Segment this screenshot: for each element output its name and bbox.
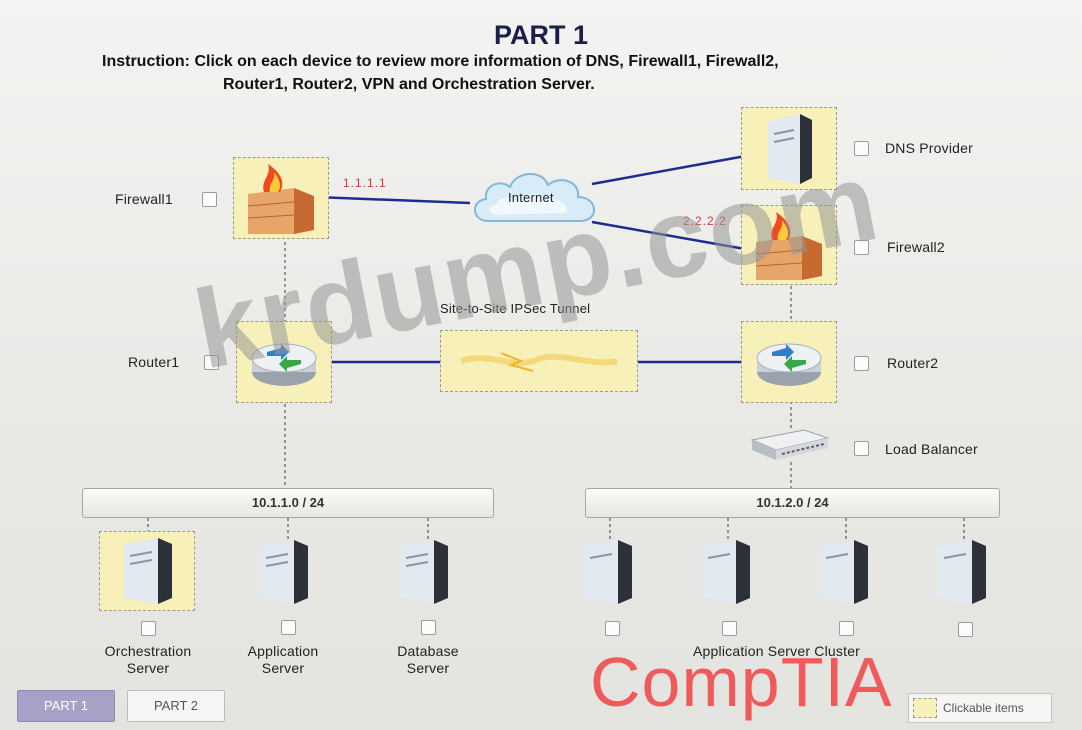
- load-balancer-checkbox[interactable]: [854, 441, 869, 456]
- cluster-label: Application Server Cluster: [693, 643, 861, 659]
- firewall2-device[interactable]: [741, 205, 837, 285]
- firewall1-checkbox[interactable]: [202, 192, 217, 207]
- router2-device[interactable]: [741, 321, 837, 403]
- load-balancer-label: Load Balancer: [885, 441, 978, 457]
- firewall-icon: [247, 164, 314, 234]
- router1-label: Router1: [128, 354, 180, 370]
- vpn-tunnel-device[interactable]: [440, 330, 638, 392]
- tunnel-icon: [460, 352, 618, 372]
- router2-label: Router2: [887, 355, 939, 371]
- link-internet-dns: [591, 151, 763, 186]
- application-server-icon[interactable]: [250, 538, 326, 604]
- database-server-checkbox[interactable]: [421, 620, 436, 635]
- router1-device[interactable]: [236, 321, 332, 403]
- subnet-left-bar: 10.1.1.0 / 24: [82, 488, 494, 518]
- orchestration-server-label-line2: Server: [126, 660, 170, 676]
- application-server-label-line2: Server: [261, 660, 305, 676]
- cluster-server-4-icon[interactable]: [928, 538, 1004, 604]
- tab-part-2[interactable]: PART 2: [127, 690, 225, 722]
- link-firewall1-internet: [314, 195, 471, 205]
- comptia-logo: CompTIA: [590, 643, 893, 721]
- instruction-line-2: Router1, Router2, VPN and Orchestration …: [223, 76, 595, 93]
- internet-label: Internet: [508, 190, 554, 205]
- tab-part-1[interactable]: PART 1: [17, 690, 115, 722]
- dns-checkbox[interactable]: [854, 141, 869, 156]
- application-server-label-line1: Application: [247, 643, 319, 659]
- link-internet-firewall2: [591, 220, 763, 254]
- router2-checkbox[interactable]: [854, 356, 869, 371]
- cluster-server-3-icon[interactable]: [810, 538, 886, 604]
- legend-text: Clickable items: [943, 701, 1024, 715]
- server-tower-icon: [124, 538, 172, 604]
- internet-cloud-icon[interactable]: [466, 163, 606, 233]
- orchestration-server-label: Orchestration Server: [95, 643, 201, 677]
- router-icon: [756, 343, 822, 386]
- firewall1-device[interactable]: [233, 157, 329, 239]
- firewall2-ip: 2.2.2.2: [683, 214, 727, 228]
- clickable-items-legend: Clickable items: [908, 693, 1052, 723]
- application-server-checkbox[interactable]: [281, 620, 296, 635]
- orchestration-server-device[interactable]: [99, 531, 195, 611]
- vpn-label: Site-to-Site IPSec Tunnel: [440, 301, 591, 316]
- dns-label: DNS Provider: [885, 140, 973, 156]
- application-server-label: Application Server: [233, 643, 333, 677]
- orchestration-server-checkbox[interactable]: [141, 621, 156, 636]
- cluster-server-1-checkbox[interactable]: [605, 621, 620, 636]
- firewall1-label: Firewall1: [115, 191, 173, 207]
- firewall2-checkbox[interactable]: [854, 240, 869, 255]
- load-balancer-icon: [750, 429, 830, 460]
- database-server-label-line2: Server: [406, 660, 450, 676]
- database-server-label-line1: Database: [397, 643, 459, 659]
- database-server-label: Database Server: [378, 643, 478, 677]
- legend-swatch: [913, 698, 937, 718]
- cluster-server-2-checkbox[interactable]: [722, 621, 737, 636]
- orchestration-server-label-line1: Orchestration: [104, 643, 192, 659]
- database-server-icon[interactable]: [390, 538, 466, 604]
- firewall-icon: [755, 212, 822, 280]
- page-title: PART 1: [493, 20, 588, 50]
- cluster-server-4-checkbox[interactable]: [958, 622, 973, 637]
- cluster-server-3-checkbox[interactable]: [839, 621, 854, 636]
- router1-checkbox[interactable]: [204, 355, 219, 370]
- firewall2-label: Firewall2: [887, 239, 945, 255]
- firewall1-ip: 1.1.1.1: [343, 176, 387, 190]
- cluster-server-1-icon[interactable]: [574, 538, 650, 604]
- instruction-line-1: Instruction: Click on each device to rev…: [102, 53, 779, 70]
- subnet-right-bar: 10.1.2.0 / 24: [585, 488, 1000, 518]
- router-icon: [251, 343, 317, 386]
- server-tower-icon: [768, 114, 812, 184]
- cluster-server-2-icon[interactable]: [692, 538, 768, 604]
- dns-device[interactable]: [741, 107, 837, 190]
